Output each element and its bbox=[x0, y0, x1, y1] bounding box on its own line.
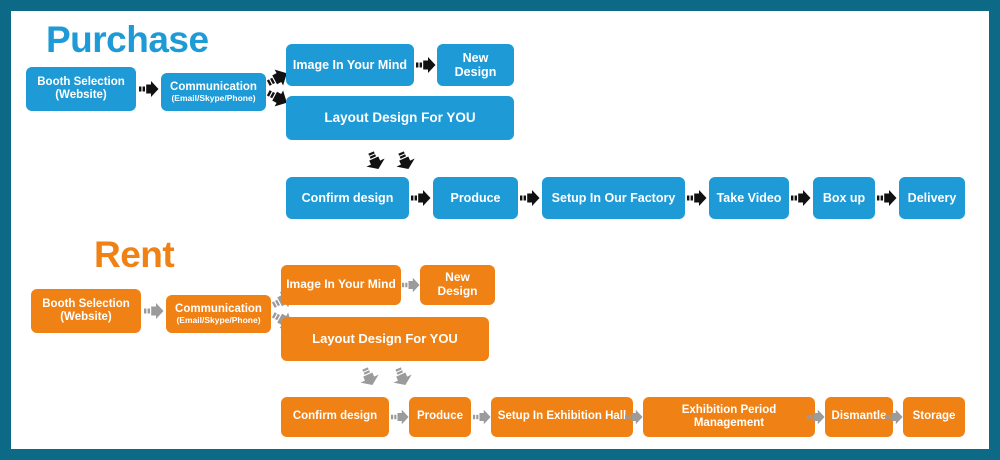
rent-booth-selection-line1: Booth Selection bbox=[42, 297, 130, 310]
purchase-confirm-design-label: Confirm design bbox=[301, 190, 394, 205]
purchase-step-produce[interactable]: Produce bbox=[433, 177, 518, 219]
rent-step-confirm-design[interactable]: Confirm design bbox=[281, 397, 389, 437]
rent-step-exhibition-period-management[interactable]: Exhibition Period Management bbox=[643, 397, 815, 437]
rent-step-produce[interactable]: Produce bbox=[409, 397, 471, 437]
purchase-image-in-your-mind-label: Image In Your Mind bbox=[292, 57, 408, 72]
purchase-section: Purchase Booth Selection (Website) Commu… bbox=[11, 11, 989, 231]
purchase-step-layout-design[interactable]: Layout Design For YOU bbox=[286, 96, 514, 140]
rent-section: Rent Booth Selection (Website) Communica… bbox=[11, 231, 989, 449]
purchase-layout-design-label: Layout Design For YOU bbox=[324, 110, 476, 126]
purchase-new-design-label: New Design bbox=[454, 50, 497, 79]
rent-step-dismantle[interactable]: Dismantle bbox=[825, 397, 893, 437]
purchase-step-new-design[interactable]: New Design bbox=[437, 44, 514, 86]
rent-setup-label: Setup In Exhibition Hall bbox=[497, 410, 627, 423]
rent-step-communication[interactable]: Communication (Email/Skype/Phone) bbox=[166, 295, 271, 333]
rent-storage-label: Storage bbox=[912, 410, 956, 423]
purchase-booth-selection-line1: Booth Selection bbox=[37, 75, 125, 88]
rent-step-image-in-your-mind[interactable]: Image In Your Mind bbox=[281, 265, 401, 305]
purchase-communication-line1: Communication bbox=[170, 80, 257, 93]
purchase-communication-line2: (Email/Skype/Phone) bbox=[171, 92, 256, 103]
purchase-step-communication[interactable]: Communication (Email/Skype/Phone) bbox=[161, 73, 266, 111]
rent-step-setup[interactable]: Setup In Exhibition Hall bbox=[491, 397, 633, 437]
rent-layout-design-label: Layout Design For YOU bbox=[312, 330, 458, 346]
purchase-step-take-video[interactable]: Take Video bbox=[709, 177, 789, 219]
purchase-step-box-up[interactable]: Box up bbox=[813, 177, 875, 219]
rent-step-booth-selection[interactable]: Booth Selection (Website) bbox=[31, 289, 141, 333]
rent-confirm-design-label: Confirm design bbox=[292, 410, 378, 423]
purchase-setup-label: Setup In Our Factory bbox=[551, 190, 676, 205]
rent-dismantle-label: Dismantle bbox=[831, 410, 887, 423]
purchase-step-delivery[interactable]: Delivery bbox=[899, 177, 965, 219]
purchase-booth-selection-line2: (Website) bbox=[55, 89, 107, 101]
rent-section-title: Rent bbox=[94, 234, 175, 275]
purchase-step-image-in-your-mind[interactable]: Image In Your Mind bbox=[286, 44, 414, 86]
rent-booth-selection-line2: (Website) bbox=[60, 311, 112, 323]
purchase-step-confirm-design[interactable]: Confirm design bbox=[286, 177, 409, 219]
purchase-section-title: Purchase bbox=[46, 19, 209, 60]
rent-communication-line1: Communication bbox=[175, 302, 262, 315]
rent-communication-line2: (Email/Skype/Phone) bbox=[176, 314, 261, 325]
rent-new-design-label: New Design bbox=[437, 270, 478, 298]
purchase-take-video-label: Take Video bbox=[716, 190, 782, 205]
rent-image-in-your-mind-label: Image In Your Mind bbox=[286, 277, 396, 292]
rent-step-layout-design[interactable]: Layout Design For YOU bbox=[281, 317, 489, 361]
purchase-produce-label: Produce bbox=[450, 190, 501, 205]
purchase-delivery-label: Delivery bbox=[907, 190, 957, 205]
rent-produce-label: Produce bbox=[416, 410, 463, 423]
diagram-inner-frame: Purchase Booth Selection (Website) Commu… bbox=[11, 11, 989, 449]
purchase-box-up-label: Box up bbox=[822, 190, 866, 205]
purchase-step-booth-selection[interactable]: Booth Selection (Website) bbox=[26, 67, 136, 111]
rent-step-storage[interactable]: Storage bbox=[903, 397, 965, 437]
rent-exhibition-period-label: Exhibition Period Management bbox=[681, 403, 777, 429]
rent-step-new-design[interactable]: New Design bbox=[420, 265, 495, 305]
purchase-step-setup[interactable]: Setup In Our Factory bbox=[542, 177, 685, 219]
